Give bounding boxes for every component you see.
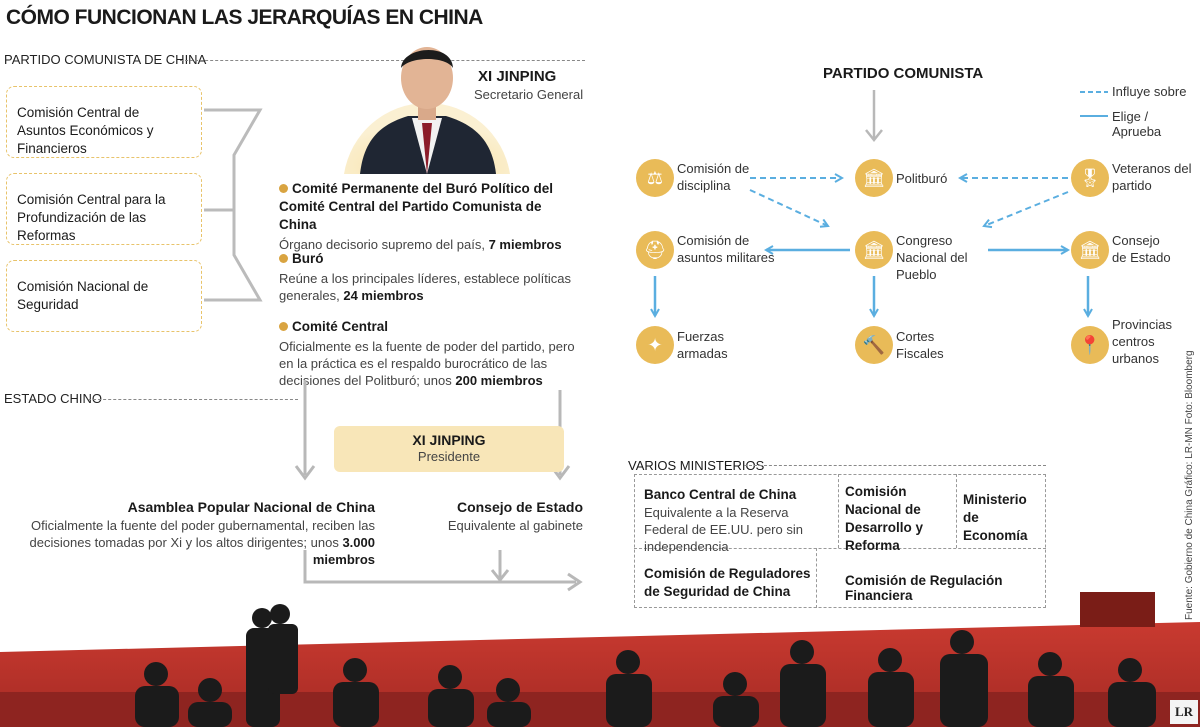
central-committee-name: Comité Central: [292, 319, 389, 334]
commission-security: Comisión Nacional de Seguridad: [6, 260, 202, 332]
ministries-frame: [634, 474, 1046, 608]
node-military-label: Comisión de asuntos militares: [677, 233, 775, 265]
node-armed-label: Fuerzas armadas: [677, 329, 728, 361]
assembly-desc: Oficialmente la fuente del poder guberna…: [29, 518, 375, 550]
node-discipline-label: Comisión de disciplina: [677, 161, 750, 193]
node-state-label: Consejo de Estado: [1112, 233, 1171, 265]
node-courts-label: Cortes Fiscales: [896, 329, 944, 361]
legend-influence: Influye sobre: [1112, 84, 1187, 99]
diagram-arrows: [600, 90, 1120, 370]
ministries-hline: [634, 548, 1046, 549]
page-title: CÓMO FUNCIONAN LAS JERARQUÍAS EN CHINA: [6, 6, 483, 29]
commissions-bracket: [204, 108, 263, 302]
party-body-standing-committee: Comité Permanente del Buró Político del …: [279, 180, 579, 253]
leader-name: XI JINPING: [478, 68, 557, 85]
podium-icon: 🎖: [1071, 159, 1109, 197]
capitol-icon: 🏛: [1071, 231, 1109, 269]
president-box: XI JINPING Presidente: [334, 426, 564, 472]
legend-lines: [1080, 91, 1108, 117]
helmet-icon: ⛑: [636, 231, 674, 269]
node-veterans-label: Veteranos del partido: [1112, 161, 1192, 193]
ministry-economy: Ministerio de Economía: [963, 492, 1028, 543]
commission-economic: Comisión Central de Asuntos Económicos y…: [6, 86, 202, 158]
ministry-bank-desc: Equivalente a la Reserva Federal de EE.U…: [644, 505, 803, 554]
ministries-vline-3: [816, 548, 817, 608]
party-body-bureau: Buró Reúne a los principales líderes, es…: [279, 250, 579, 304]
diagram-title: PARTIDO COMUNISTA: [823, 65, 984, 82]
ministry-securities: Comisión de Reguladores de Seguridad de …: [644, 566, 811, 599]
leader-role: Secretario General: [474, 87, 584, 102]
state-council-desc: Equivalente al gabinete: [447, 518, 583, 533]
bullet-icon: [279, 322, 288, 331]
president-name: XI JINPING: [412, 432, 486, 448]
node-discipline: Comisión de disciplina: [677, 160, 753, 194]
central-committee-desc: Oficialmente es la fuente de poder del p…: [279, 339, 575, 388]
ministry-bank-name: Banco Central de China: [644, 487, 797, 502]
building-icon: 🏛: [855, 159, 893, 197]
node-congress-label: Congreso Nacional del Pueblo: [896, 233, 968, 282]
leader-portrait: [344, 47, 510, 174]
map-pin-icon: 📍: [1071, 326, 1109, 364]
ministries-header: VARIOS MINISTERIOS: [628, 458, 765, 473]
assembly-name: Asamblea Popular Nacional de China: [127, 499, 375, 515]
state-council-name: Consejo de Estado: [456, 499, 583, 515]
legend-elect: Elige / Aprueba: [1112, 109, 1162, 139]
commission-security-label: Comisión Nacional de Seguridad: [17, 279, 149, 312]
assembly-count: 3.000 miembros: [312, 535, 375, 567]
standing-committee-desc: Órgano decisorio supremo del país,: [279, 237, 485, 252]
standing-committee-name: Comité Permanente del Buró Político del …: [279, 181, 554, 232]
publication-logo: LR: [1170, 700, 1198, 724]
stage-photo: [0, 592, 1200, 727]
state-council-block: Consejo de Estado Equivalente al gabinet…: [400, 499, 583, 534]
central-committee-count: 200 miembros: [455, 373, 543, 388]
ministry-bank: Banco Central de China Equivalente a la …: [644, 487, 834, 555]
section-state-divider: [88, 399, 298, 400]
party-body-central-committee: Comité Central Oficialmente es la fuente…: [279, 318, 579, 389]
ministries-divider: [744, 465, 1046, 466]
standing-committee-count: 7 miembros: [488, 237, 562, 252]
ministries-vline-1: [838, 474, 839, 548]
bullet-icon: [279, 254, 288, 263]
source-credit: Fuente: Gobierno de China Gráfico: LR-MN…: [1184, 350, 1195, 620]
bureau-desc: Reúne a los principales líderes, estable…: [279, 271, 571, 303]
state-arrows: [294, 380, 583, 592]
ministry-development: Comisión Nacional de Desarrollo y Reform…: [845, 484, 924, 553]
ministry-financial: Comisión de Regulación Financiera: [845, 573, 1003, 603]
assembly-block: Asamblea Popular Nacional de China Ofici…: [10, 499, 375, 568]
node-politburo-label: Politburó: [896, 171, 948, 186]
building-icon: 🏛: [855, 231, 893, 269]
commission-reforms-label: Comisión Central para la Profundización …: [17, 192, 166, 243]
president-role: Presidente: [417, 449, 481, 464]
section-party-label: PARTIDO COMUNISTA DE CHINA: [4, 52, 207, 67]
bureau-count: 24 miembros: [343, 288, 424, 303]
gavel-icon: 🔨: [855, 326, 893, 364]
rifle-icon: ✦: [636, 326, 674, 364]
section-party-divider: [180, 60, 585, 61]
commission-reforms: Comisión Central para la Profundización …: [6, 173, 202, 245]
commission-economic-label: Comisión Central de Asuntos Económicos y…: [17, 105, 154, 156]
section-state-label: ESTADO CHINO: [4, 391, 102, 406]
node-provinces-label: Provincias centros urbanos: [1112, 317, 1172, 366]
ministries-vline-2: [956, 474, 957, 548]
bullet-icon: [279, 184, 288, 193]
scale-icon: ⚖: [636, 159, 674, 197]
bureau-name: Buró: [292, 251, 324, 266]
